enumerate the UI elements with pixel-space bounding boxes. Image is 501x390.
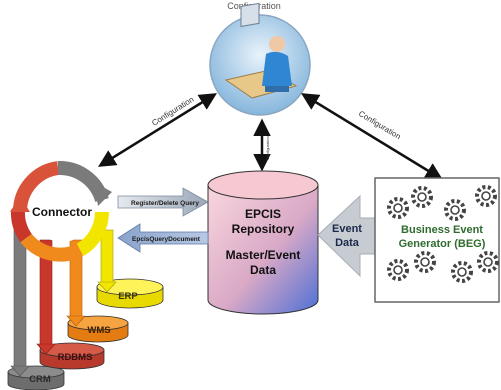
backend-systems: CRM RDBMS WMS ERP <box>7 278 164 390</box>
erp-pipe <box>100 229 114 287</box>
wms-label: WMS <box>87 325 110 336</box>
user-at-desk-icon <box>224 2 298 99</box>
config-label-center: Configuration <box>265 136 270 160</box>
connector-node: Connector <box>10 160 117 377</box>
beg-line2: Generator (BEG) <box>399 238 486 250</box>
rdbms-disc: RDBMS <box>39 342 105 370</box>
register-query-label: Register/Delete Query <box>131 200 199 207</box>
repository-title-line1: EPCIS <box>245 207 281 221</box>
rdbms-label: RDBMS <box>58 352 93 363</box>
connector-core <box>32 182 92 242</box>
epcis-repository: EPCIS Repository Master/Event Data <box>207 170 319 315</box>
gear-icon-cluster <box>387 185 499 283</box>
config-arrow-left <box>98 93 217 167</box>
erp-label: ERP <box>118 291 138 302</box>
event-data-arrow: Event Data <box>317 194 379 278</box>
cycle-arrow-orange <box>20 233 84 262</box>
admin-user-node <box>209 2 311 116</box>
beg-line1: Business Event <box>401 224 483 236</box>
gear-icon <box>475 185 497 207</box>
connector-label: Connector <box>32 205 92 219</box>
gear-icon <box>411 186 433 208</box>
wms-disc: WMS <box>67 315 129 343</box>
gear-icon <box>477 251 499 273</box>
crm-pipe <box>13 224 27 371</box>
crm-label: CRM <box>29 374 51 385</box>
gear-icon <box>387 197 409 219</box>
query-document-label: EpcisQueryDocument <box>132 236 201 243</box>
admin-sphere <box>209 14 311 116</box>
config-arrow-right <box>301 93 443 180</box>
event-data-line1: Event <box>332 223 362 235</box>
gear-icon <box>444 199 466 221</box>
event-data-line2: Data <box>335 237 360 249</box>
repository-sub-line2: Data <box>250 263 276 277</box>
config-label-right: Configuration <box>357 109 402 141</box>
repository-title-line2: Repository <box>232 222 295 236</box>
gear-icon <box>387 259 409 281</box>
cycle-arrow-yellow <box>76 211 109 257</box>
cycle-arrow-darkred <box>10 209 32 243</box>
gear-icon <box>414 251 436 273</box>
register-query-arrow: Register/Delete Query <box>117 187 209 217</box>
gear-icon <box>451 261 473 283</box>
repository-sub-line1: Master/Event <box>226 248 301 262</box>
beg-box: Business Event Generator (BEG) <box>374 177 500 303</box>
query-document-arrow: EpcisQueryDocument <box>117 223 209 253</box>
